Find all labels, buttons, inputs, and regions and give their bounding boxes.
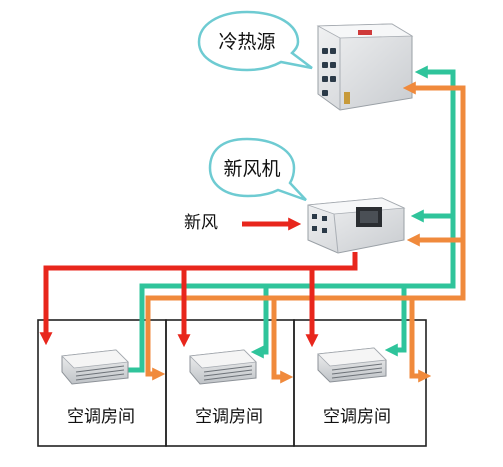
room-2-label: 空调房间 [195, 407, 263, 427]
rooms [37, 319, 427, 447]
room-3-label: 空调房间 [323, 407, 391, 427]
fan-coil-unit-1 [61, 349, 129, 385]
fresh-air-unit-label: 新风机 [223, 158, 280, 180]
fan-coil-unit-3 [317, 347, 387, 383]
chiller-bubble: 冷热源 [197, 10, 313, 72]
fresh-air-unit-bubble: 新风机 [208, 137, 307, 202]
fresh-air-label: 新风 [184, 213, 218, 233]
fan-coil-unit-2 [189, 349, 257, 385]
chiller-unit [316, 23, 414, 111]
supply-air-ducts [39, 252, 358, 348]
chiller-label: 冷热源 [218, 31, 275, 53]
return-water-pipes [145, 81, 466, 384]
room-1-label: 空调房间 [67, 407, 135, 427]
fresh-air-unit [307, 197, 406, 254]
